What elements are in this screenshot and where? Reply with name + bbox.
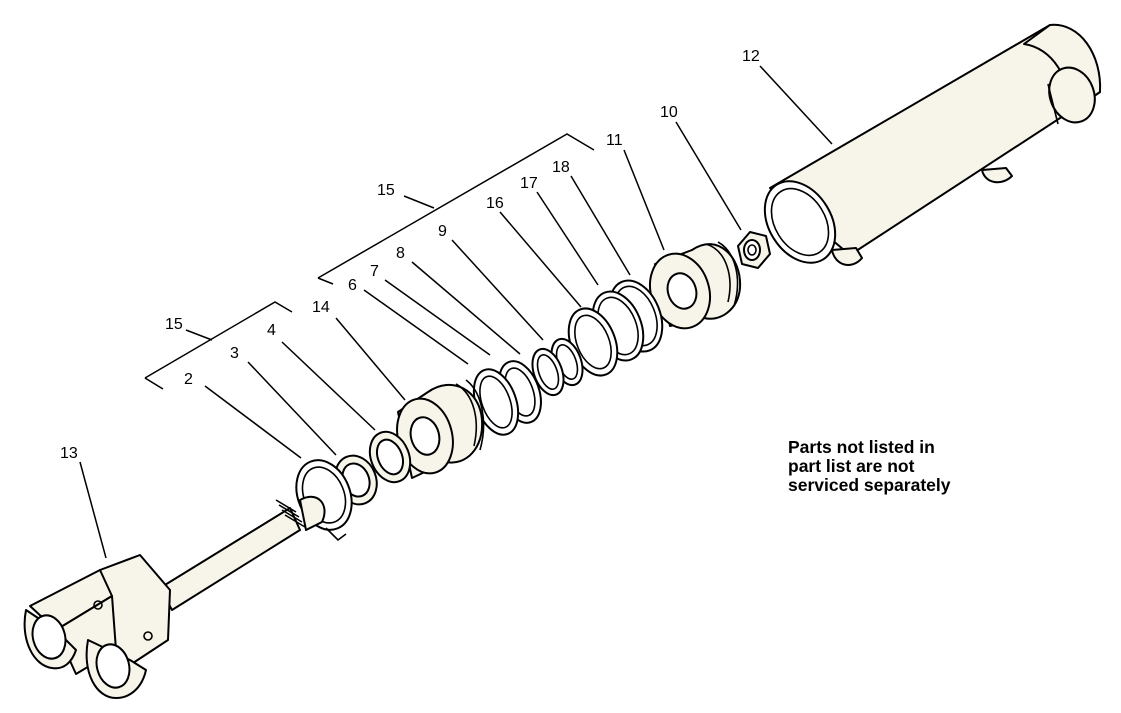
callout-6: 6: [348, 277, 357, 294]
nut-part-10: [737, 231, 771, 269]
service-note-line-1: Parts not listed in: [788, 437, 935, 457]
callout-15-upper: 15: [377, 182, 395, 199]
callout-labels: 2 3 4 15 14 6 7 8 9 15 16 17 18 11 10 12…: [60, 48, 760, 462]
rod-clevis-part-13: [23, 495, 326, 699]
ring-part-6: [472, 368, 520, 436]
callout-7: 7: [370, 263, 379, 280]
callout-18: 18: [552, 159, 570, 176]
callout-12: 12: [742, 48, 760, 65]
wiper-part-4: [368, 430, 412, 484]
service-note: Parts not listed in part list are not se…: [788, 438, 1028, 495]
callout-8: 8: [396, 245, 405, 262]
callout-2: 2: [184, 371, 193, 388]
callout-3: 3: [230, 345, 239, 362]
leader-lines: [79, 65, 833, 559]
callout-4: 4: [267, 322, 276, 339]
service-note-line-2: part list are not: [788, 456, 915, 476]
callout-11: 11: [606, 132, 623, 149]
callout-15-lower: 15: [165, 316, 183, 333]
callout-16: 16: [486, 195, 504, 212]
piston-part-11: [649, 241, 742, 330]
cylinder-barrel-part-12: [763, 23, 1102, 266]
callout-9: 9: [438, 223, 447, 240]
callout-13: 13: [60, 445, 78, 462]
gland-part-14: [396, 379, 485, 479]
service-note-line-3: serviced separately: [788, 475, 951, 495]
callout-17: 17: [520, 175, 538, 192]
kit-bracket-15-upper: [317, 133, 595, 285]
kit-bracket-15-lower: [144, 301, 293, 390]
callout-14: 14: [312, 299, 330, 316]
callout-10: 10: [660, 104, 678, 121]
